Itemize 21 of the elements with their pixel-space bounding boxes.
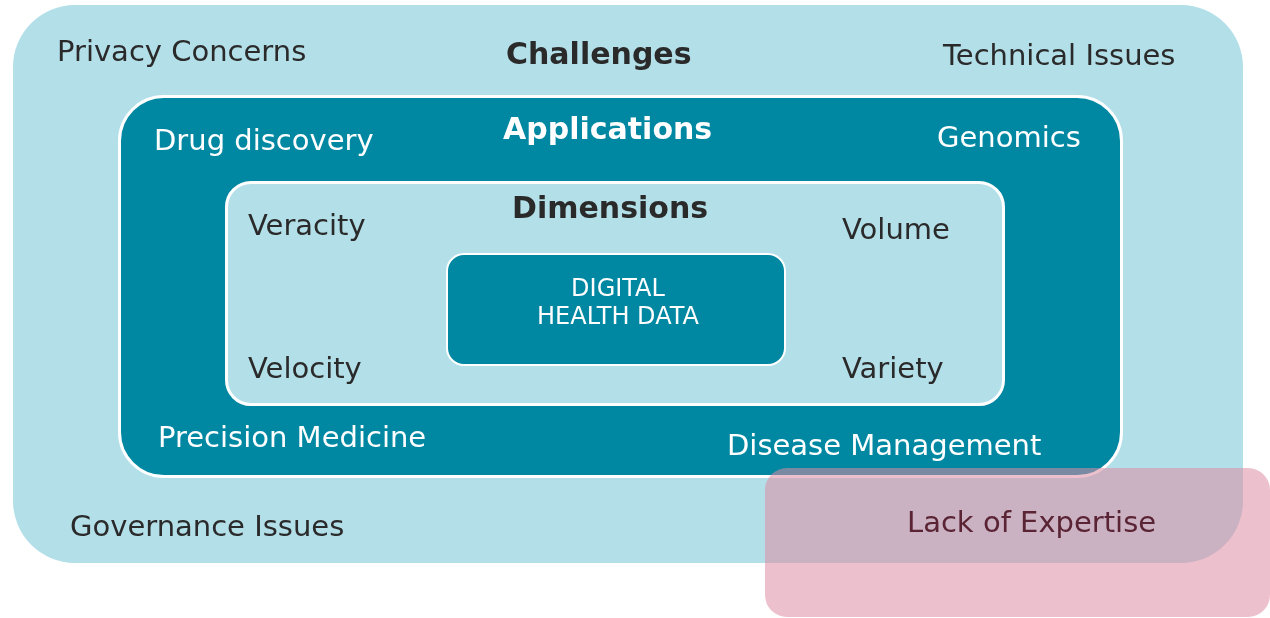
challenges-panel (13, 5, 1243, 563)
panel-label: Governance Issues (70, 510, 345, 544)
panel-label: DIGITAL HEALTH DATA (536, 275, 700, 331)
panel-label: Veracity (248, 209, 366, 243)
dimensions-panel (225, 181, 1005, 406)
data-box (446, 253, 786, 366)
panel-label: Volume (842, 213, 950, 247)
panel-label: Variety (842, 352, 944, 386)
applications-panel (118, 95, 1123, 478)
overlay-box (765, 468, 1270, 617)
panel-heading: Challenges (506, 37, 692, 72)
panel-label: Lack of Expertise (907, 506, 1157, 540)
panel-heading: Applications (503, 112, 713, 147)
panel-heading: Dimensions (512, 191, 709, 226)
panel-label: Genomics (937, 121, 1081, 155)
panel-label: Privacy Concerns (57, 35, 307, 69)
panel-label: Precision Medicine (158, 421, 427, 455)
panel-label: Velocity (248, 352, 362, 386)
panel-label: Technical Issues (943, 39, 1176, 73)
panel-label: Disease Management (727, 429, 1042, 463)
panel-label: Drug discovery (154, 124, 374, 158)
